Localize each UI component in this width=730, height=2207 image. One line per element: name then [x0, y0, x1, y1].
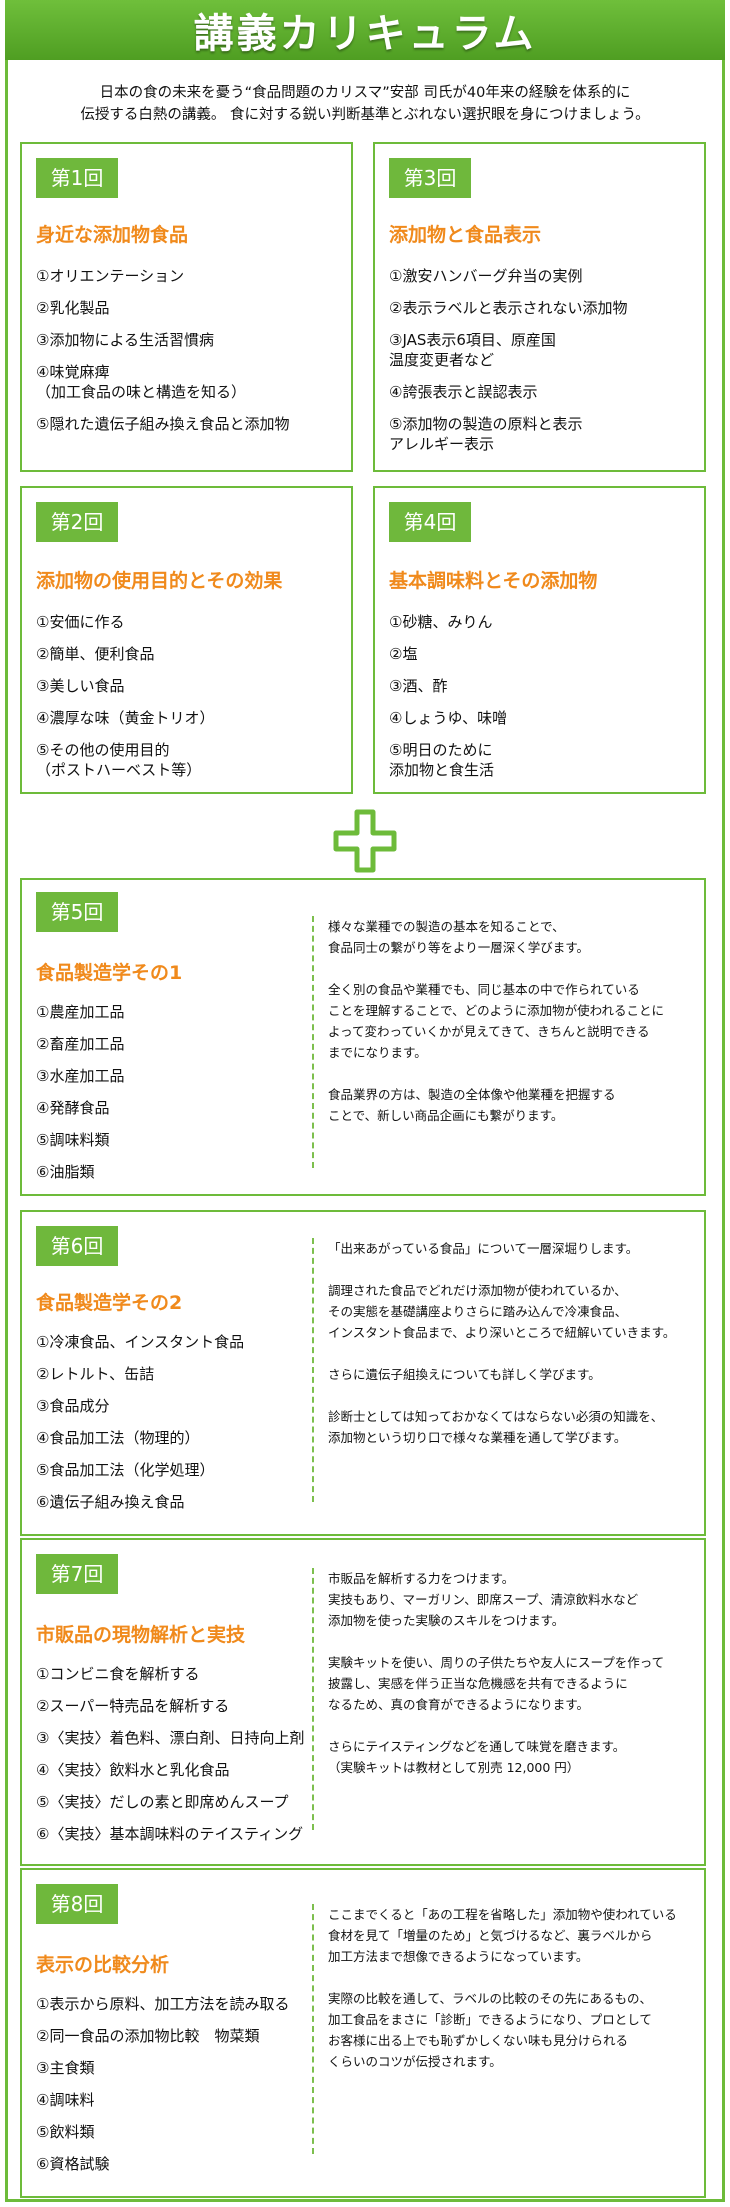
description-paragraph: 診断士としては知っておかなくてはならない必須の知識を、 添加物という切り口で様々… — [328, 1409, 664, 1445]
page-title: 講義カリキュラム — [193, 11, 537, 57]
lesson-4-card: 第4回 基本調味料とその添加物 ①砂糖、みりん ②塩 ③酒、酢 ④しょうゆ、味噌… — [373, 486, 706, 794]
list-item: ⑤明日のために 添加物と食生活 — [389, 741, 495, 779]
title-banner: 講義カリキュラム — [5, 0, 725, 60]
lesson-1-items: ①オリエンテーション ②乳化製品 ③添加物による生活習慣病 ④味覚麻痺 （加工食… — [36, 266, 289, 434]
list-item: ①砂糖、みりん — [389, 613, 493, 631]
list-item: ④味覚麻痺 （加工食品の味と構造を知る） — [36, 363, 247, 401]
list-item: ⑤飲料類 — [36, 2123, 95, 2141]
lesson-7-label: 第7回 — [36, 1554, 118, 1594]
list-item: ③主食類 — [36, 2059, 95, 2077]
list-item: ⑤〈実技〉だしの素と即席めんスープ — [36, 1793, 289, 1811]
list-item: ⑥油脂類 — [36, 1163, 95, 1181]
lesson-5-description: 様々な業種での製造の基本を知ることで、 食品同士の繋がり等をより一層深く学びます… — [312, 916, 698, 1168]
list-item: ⑥遺伝子組み換え食品 — [36, 1493, 185, 1511]
lesson-7-description: 市販品を解析する力をつけます。 実技もあり、マーガリン、即席スープ、清涼飲料水な… — [312, 1568, 698, 1830]
intro-text: 日本の食の未来を憂う“食品問題のカリスマ”安部 司氏が40年来の経験を体系的に … — [40, 82, 690, 126]
lesson-3-title: 添加物と食品表示 — [389, 224, 542, 246]
list-item: ①農産加工品 — [36, 1003, 125, 1021]
description-paragraph: 実験キットを使い、周りの子供たちや友人にスープを作って 披露し、実感を伴う正当な… — [328, 1655, 665, 1712]
list-item: ①冷凍食品、インスタント食品 — [36, 1333, 245, 1351]
list-item: ②簡単、便利食品 — [36, 645, 155, 663]
list-item: ④濃厚な味（黄金トリオ） — [36, 709, 215, 727]
description-paragraph: 実際の比較を通して、ラベルの比較のその先にあるもの、 加工食品をまさに「診断」で… — [328, 1991, 653, 2069]
lesson-2-title: 添加物の使用目的とその効果 — [36, 570, 283, 592]
description-paragraph: 全く別の食品や業種でも、同じ基本の中で作られている ことを理解することで、どのよ… — [328, 982, 665, 1060]
lesson-5-label: 第5回 — [36, 892, 118, 932]
lesson-2-items: ①安価に作る ②簡単、便利食品 ③美しい食品 ④濃厚な味（黄金トリオ） ⑤その他… — [36, 612, 214, 780]
lesson-6-items: ①冷凍食品、インスタント食品 ②レトルト、缶詰 ③食品成分 ④食品加工法（物理的… — [36, 1332, 244, 1512]
lesson-4-items: ①砂糖、みりん ②塩 ③酒、酢 ④しょうゆ、味噌 ⑤明日のために 添加物と食生活 — [389, 612, 507, 780]
lesson-4-label: 第4回 — [389, 502, 471, 542]
list-item: ②塩 — [389, 645, 418, 663]
list-item: ⑤添加物の製造の原料と表示 アレルギー表示 — [389, 415, 583, 453]
list-item: ⑥資格試験 — [36, 2155, 110, 2173]
list-item: ①激安ハンバーグ弁当の実例 — [389, 267, 583, 285]
lesson-6-card: 第6回 食品製造学その2 ①冷凍食品、インスタント食品 ②レトルト、缶詰 ③食品… — [20, 1210, 706, 1536]
list-item: ②表示ラベルと表示されない添加物 — [389, 299, 628, 317]
lesson-7-card: 第7回 市販品の現物解析と実技 ①コンビニ食を解析する ②スーパー特売品を解析す… — [20, 1538, 706, 1866]
lesson-2-card: 第2回 添加物の使用目的とその効果 ①安価に作る ②簡単、便利食品 ③美しい食品… — [20, 486, 353, 794]
lesson-6-title: 食品製造学その2 — [36, 1292, 183, 1314]
description-paragraph: さらに遺伝子組換えについても詳しく学びます。 — [328, 1367, 601, 1382]
list-item: ③美しい食品 — [36, 677, 125, 695]
list-item: ⑥〈実技〉基本調味料のテイスティング — [36, 1825, 304, 1843]
lesson-1-title: 身近な添加物食品 — [36, 224, 189, 246]
lesson-6-label: 第6回 — [36, 1226, 118, 1266]
list-item: ③酒、酢 — [389, 677, 448, 695]
description-paragraph: 「出来あがっている食品」について一層深堀りします。 — [328, 1241, 639, 1256]
list-item: ③〈実技〉着色料、漂白剤、日持向上剤 — [36, 1729, 305, 1747]
list-item: ⑤その他の使用目的 （ポストハーベスト等） — [36, 741, 202, 779]
lesson-5-card: 第5回 食品製造学その1 ①農産加工品 ②畜産加工品 ③水産加工品 ④発酵食品 … — [20, 878, 706, 1196]
list-item: ③食品成分 — [36, 1397, 110, 1415]
list-item: ①コンビニ食を解析する — [36, 1665, 200, 1683]
list-item: ④しょうゆ、味噌 — [389, 709, 508, 727]
list-item: ④食品加工法（物理的） — [36, 1429, 200, 1447]
lesson-5-title: 食品製造学その1 — [36, 962, 183, 984]
lesson-8-items: ①表示から原料、加工方法を読み取る ②同一食品の添加物比較 物菜類 ③主食類 ④… — [36, 1994, 289, 2174]
list-item: ④調味料 — [36, 2091, 95, 2109]
list-item: ②レトルト、缶詰 — [36, 1365, 155, 1383]
lesson-5-items: ①農産加工品 ②畜産加工品 ③水産加工品 ④発酵食品 ⑤調味料類 ⑥油脂類 — [36, 1002, 124, 1182]
list-item: ④誇張表示と誤認表示 — [389, 383, 538, 401]
plus-icon — [333, 809, 397, 873]
list-item: ⑤調味料類 — [36, 1131, 110, 1149]
list-item: ①オリエンテーション — [36, 267, 185, 285]
lesson-4-title: 基本調味料とその添加物 — [389, 570, 598, 592]
list-item: ①安価に作る — [36, 613, 125, 631]
lesson-2-label: 第2回 — [36, 502, 118, 542]
lesson-1-label: 第1回 — [36, 158, 118, 198]
list-item: ①表示から原料、加工方法を読み取る — [36, 1995, 290, 2013]
lesson-8-description: ここまでくると「あの工程を省略した」添加物や使われている 食材を見て「増量のため… — [312, 1904, 698, 2154]
list-item: ④発酵食品 — [36, 1099, 110, 1117]
lesson-8-title: 表示の比較分析 — [36, 1954, 170, 1976]
list-item: ②畜産加工品 — [36, 1035, 125, 1053]
lesson-3-items: ①激安ハンバーグ弁当の実例 ②表示ラベルと表示されない添加物 ③JAS表示6項目… — [389, 266, 627, 454]
list-item: ②スーパー特売品を解析する — [36, 1697, 230, 1715]
description-paragraph: さらにテイスティングなどを通して味覚を磨きます。 （実験キットは教材として別売 … — [328, 1739, 626, 1775]
lesson-7-items: ①コンビニ食を解析する ②スーパー特売品を解析する ③〈実技〉着色料、漂白剤、日… — [36, 1664, 304, 1844]
list-item: ②乳化製品 — [36, 299, 110, 317]
description-paragraph: 食品業界の方は、製造の全体像や他業種を把握する ことで、新しい商品企画にも繋がり… — [328, 1087, 616, 1123]
list-item: ④〈実技〉飲料水と乳化食品 — [36, 1761, 230, 1779]
lesson-6-description: 「出来あがっている食品」について一層深堀りします。 調理された食品でどれだけ添加… — [312, 1238, 698, 1502]
list-item: ⑤食品加工法（化学処理） — [36, 1461, 215, 1479]
list-item: ②同一食品の添加物比較 物菜類 — [36, 2027, 260, 2045]
description-paragraph: ここまでくると「あの工程を省略した」添加物や使われている 食材を見て「増量のため… — [328, 1907, 677, 1964]
lesson-8-label: 第8回 — [36, 1884, 118, 1924]
lesson-7-title: 市販品の現物解析と実技 — [36, 1624, 246, 1646]
intro-line-1: 日本の食の未来を憂う“食品問題のカリスマ”安部 司氏が40年来の経験を体系的に — [99, 85, 631, 101]
list-item: ⑤隠れた遺伝子組み換え食品と添加物 — [36, 415, 290, 433]
lesson-3-card: 第3回 添加物と食品表示 ①激安ハンバーグ弁当の実例 ②表示ラベルと表示されない… — [373, 142, 706, 472]
description-paragraph: 様々な業種での製造の基本を知ることで、 食品同士の繋がり等をより一層深く学びます… — [328, 919, 590, 955]
list-item: ③JAS表示6項目、原産国 温度変更者など — [389, 331, 556, 369]
lesson-8-card: 第8回 表示の比較分析 ①表示から原料、加工方法を読み取る ②同一食品の添加物比… — [20, 1868, 706, 2198]
lesson-3-label: 第3回 — [389, 158, 471, 198]
description-paragraph: 市販品を解析する力をつけます。 実技もあり、マーガリン、即席スープ、清涼飲料水な… — [328, 1571, 639, 1628]
intro-line-2: 伝授する白熱の講義。 食に対する鋭い判断基準とぶれない選択眼を身につけましょう。 — [80, 107, 650, 123]
list-item: ③水産加工品 — [36, 1067, 125, 1085]
list-item: ③添加物による生活習慣病 — [36, 331, 214, 349]
lesson-1-card: 第1回 身近な添加物食品 ①オリエンテーション ②乳化製品 ③添加物による生活習… — [20, 142, 353, 472]
description-paragraph: 調理された食品でどれだけ添加物が使われているか、 その実態を基礎講座よりさらに踏… — [328, 1283, 676, 1340]
